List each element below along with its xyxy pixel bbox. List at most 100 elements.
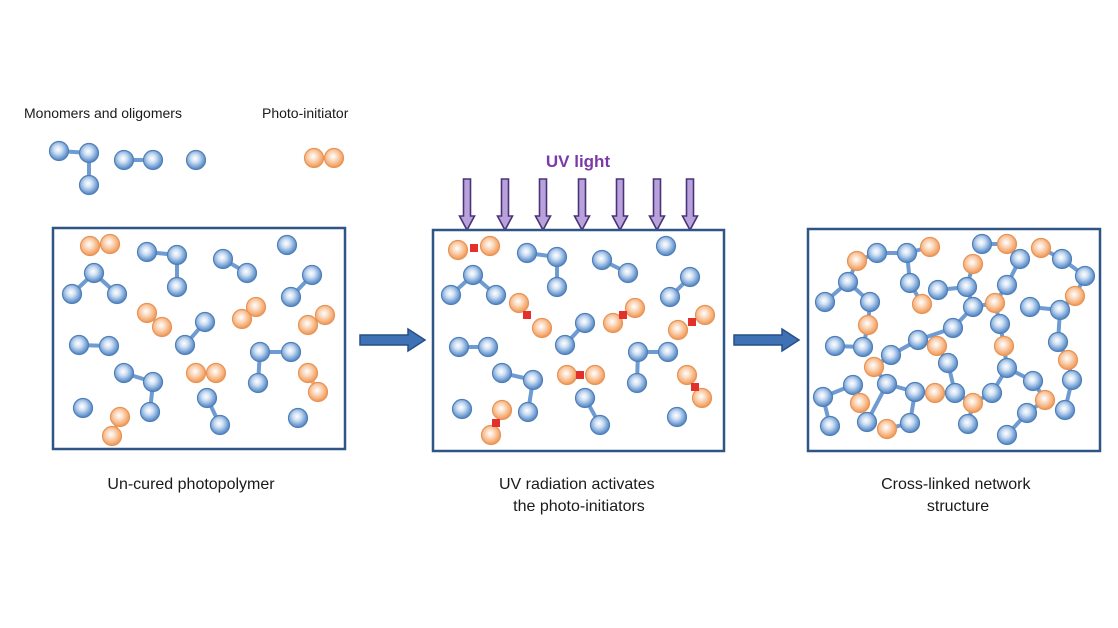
legend-initiator-label: Photo-initiator <box>262 105 349 121</box>
caption-uncured: Un-cured photopolymer <box>107 476 275 493</box>
free-radical-dot <box>688 318 696 326</box>
photo-initiator-unit <box>303 147 325 169</box>
caption-crosslinked-line-1: Cross-linked network <box>881 476 1031 493</box>
monomer-unit <box>842 374 864 396</box>
legend-monomers-label: Monomers and oligomers <box>24 105 182 121</box>
free-radical-dot <box>619 311 627 319</box>
caption-activated-line-2: the photo-initiators <box>513 498 645 515</box>
process-arrow-1 <box>359 327 427 353</box>
photo-initiator-unit <box>185 362 207 384</box>
monomer-unit <box>280 286 302 308</box>
photo-initiator-molecule <box>480 399 513 446</box>
monomer-unit <box>1061 369 1083 391</box>
monomer-unit <box>876 373 898 395</box>
monomer-unit <box>554 334 576 356</box>
monomer-unit <box>852 336 874 358</box>
monomer-molecule <box>72 397 94 419</box>
photo-initiator-unit <box>297 314 319 336</box>
monomer-molecule <box>491 362 544 423</box>
monomer-unit <box>276 234 298 256</box>
network-units <box>812 233 1096 446</box>
monomer-unit <box>1016 402 1038 424</box>
photo-initiator-unit <box>491 399 513 421</box>
monomer-unit <box>83 262 105 284</box>
monomer-unit <box>136 241 158 263</box>
panel-activated-molecules <box>440 235 716 446</box>
monomer-unit <box>212 248 234 270</box>
uv-light-label: UV light <box>546 152 611 171</box>
process-arrow-2 <box>733 327 801 353</box>
free-radical-dot <box>576 371 584 379</box>
photo-initiator-unit <box>508 292 530 314</box>
monomer-unit <box>591 249 613 271</box>
photo-initiator-unit <box>676 364 698 386</box>
free-radical-dot <box>691 383 699 391</box>
monomer-molecule <box>287 407 309 429</box>
monomer-molecule <box>666 406 688 428</box>
monomer-unit <box>962 296 984 318</box>
monomer-molecule <box>68 334 120 357</box>
monomer-unit <box>812 386 834 408</box>
monomer-unit <box>859 291 881 313</box>
monomer-unit <box>942 317 964 339</box>
photo-initiator-unit <box>205 362 227 384</box>
monomer-molecule <box>440 264 507 306</box>
monomer-unit <box>679 266 701 288</box>
monomer-unit <box>989 313 1011 335</box>
monomer-unit <box>856 411 878 433</box>
monomer-molecule <box>113 362 164 423</box>
monomer-unit <box>185 149 207 171</box>
photo-initiator-unit <box>694 304 716 326</box>
photo-initiator-unit <box>602 312 624 334</box>
photo-initiator-unit <box>1064 285 1086 307</box>
photo-initiator-unit <box>231 308 253 330</box>
monomer-unit <box>626 372 648 394</box>
photo-initiator-unit <box>962 392 984 414</box>
monomer-unit <box>78 142 100 164</box>
monomer-molecule <box>247 341 302 394</box>
photo-initiator-unit <box>314 304 336 326</box>
monomer-molecule <box>196 387 231 436</box>
photo-initiator-unit <box>1057 349 1079 371</box>
monomer-unit <box>78 174 100 196</box>
monomer-unit <box>546 246 568 268</box>
monomer-unit <box>522 369 544 391</box>
photo-initiator-unit <box>307 381 329 403</box>
monomer-molecule <box>212 248 258 284</box>
monomer-unit <box>139 401 161 423</box>
free-radical-dot <box>492 419 500 427</box>
photo-initiator-unit <box>297 362 319 384</box>
monomer-molecule <box>61 262 128 305</box>
uv-arrows <box>458 178 699 232</box>
monomer-unit <box>971 233 993 255</box>
uv-ray-arrow <box>534 178 552 232</box>
photo-initiator-molecule <box>136 302 173 338</box>
monomer-molecule <box>655 235 677 257</box>
monomer-unit <box>48 140 70 162</box>
monomer-molecule <box>174 311 216 356</box>
photo-initiator-unit <box>846 250 868 272</box>
photo-initiator-unit <box>849 392 871 414</box>
monomer-unit <box>301 264 323 286</box>
monomer-unit <box>113 149 135 171</box>
photo-initiator-molecule <box>508 292 553 339</box>
monomer-unit <box>617 262 639 284</box>
monomer-unit <box>880 344 902 366</box>
monomer-unit <box>937 352 959 374</box>
photo-initiator-unit <box>245 296 267 318</box>
photo-initiator-molecule <box>297 362 329 403</box>
photo-initiator-unit <box>863 356 885 378</box>
monomer-unit <box>996 357 1018 379</box>
photo-initiator-unit <box>531 317 553 339</box>
photo-initiator-unit <box>624 297 646 319</box>
photo-initiator-unit <box>984 292 1006 314</box>
free-radical-dot <box>470 244 478 252</box>
caption-uncured-line-1: Un-cured photopolymer <box>107 476 275 493</box>
photo-initiator-unit <box>911 293 933 315</box>
monomer-molecule <box>516 242 568 298</box>
caption-activated: UV radiation activates the photo-initiat… <box>499 476 659 515</box>
photo-initiator-unit <box>480 424 502 446</box>
monomer-unit <box>907 329 929 351</box>
photo-initiator-unit <box>993 335 1015 357</box>
